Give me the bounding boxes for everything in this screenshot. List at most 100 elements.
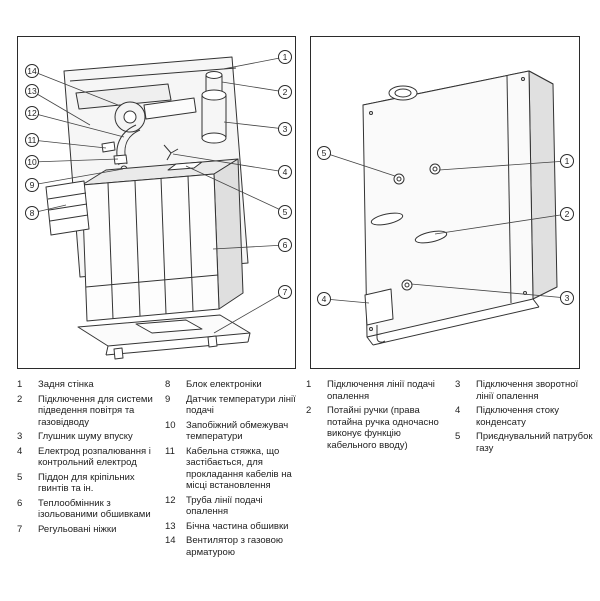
callout-10: 10 (25, 155, 39, 169)
legend-item-text: Піддон для кріпільних гвинтів та ін. (38, 471, 135, 495)
callout-14: 14 (25, 64, 39, 78)
condensate-siphon (364, 288, 394, 326)
legend-column-1: 1 Задня стінка 2 Підключення для системи… (17, 379, 158, 538)
legend-item: 6 Теплообмінник з ізольованими обшивками (17, 498, 158, 521)
legend-item: 2 Підключення для системи підведення пов… (17, 394, 158, 429)
leader-lines (324, 152, 568, 304)
intake-silencer (201, 89, 227, 101)
callout-9: 9 (25, 178, 39, 192)
legend-item-text: Задня стінка (38, 379, 94, 390)
legend-item-number: 7 (17, 523, 23, 535)
legend-item-text: Труба лінії подачі опалення (186, 494, 263, 518)
callout-5: 5 (278, 205, 292, 219)
flow-connection (429, 163, 441, 175)
callout-4: 4 (317, 292, 331, 306)
legend-item: 4 Електрод розпалювання і контрольний ел… (17, 446, 158, 469)
legend-item-number: 5 (17, 471, 23, 483)
screw (369, 327, 373, 331)
gas-connection (393, 173, 405, 185)
screw (521, 77, 525, 81)
flue-connection (205, 71, 223, 79)
legend-item: 8 Блок електроніки (165, 379, 298, 391)
figure-panel-front-view: 14 13 12 11 10 9 8 1 2 3 4 5 6 7 (17, 36, 296, 369)
cabinet-side (528, 70, 558, 300)
legend-item-number: 1 (306, 379, 312, 390)
legend-item-number: 5 (455, 431, 461, 442)
legend-item: 9 Датчик температури лінії подачі (165, 394, 298, 417)
callout-6: 6 (278, 238, 292, 252)
recessed-handle (414, 230, 448, 244)
figure-panel-rear-view: 5 4 1 2 3 (310, 36, 580, 369)
legend-item: 12 Труба лінії подачі опалення (165, 495, 298, 518)
cable-tie (101, 141, 116, 153)
legend-item-text: Теплообмінник з ізольованими обшивками (38, 497, 151, 521)
return-connection (401, 279, 413, 291)
legend-item-number: 4 (455, 405, 461, 416)
legend-item-text: Підключення зворотної лінії опалення (476, 379, 579, 402)
boiler-rear-drawing (324, 70, 568, 346)
legend-item-number: 3 (455, 379, 461, 390)
legend-item-text: Блок електроніки (186, 379, 262, 390)
legend-item: 4 Підключення стоку конденсату (455, 405, 593, 428)
legend-item-number: 9 (165, 393, 171, 405)
callout-12: 12 (25, 106, 39, 120)
callout-1: 1 (278, 50, 292, 64)
legend-column-3: 1 Підключення лінії подачі опалення 2 По… (306, 379, 448, 454)
legend-item: 7 Регульовані ніжки (17, 524, 158, 536)
callout-3: 3 (560, 291, 574, 305)
callout-4: 4 (278, 165, 292, 179)
callout-11: 11 (25, 133, 39, 147)
leader-lines (31, 56, 286, 334)
legend-item-text: Потайні ручки (права потайна ручка одноч… (327, 405, 439, 451)
legend-item-number: 3 (17, 431, 23, 442)
callout-7: 7 (278, 285, 292, 299)
screw-tray (167, 161, 203, 171)
adjustable-foot (113, 347, 124, 360)
legend-item-text: Підключення лінії подачі опалення (327, 379, 435, 402)
adjustable-foot (207, 335, 218, 348)
screw (369, 111, 373, 115)
callout-3: 3 (278, 122, 292, 136)
legend-item-text: Запобіжний обмежувач температури (186, 419, 289, 443)
legend-item-number: 1 (17, 379, 23, 390)
legend-item-number: 14 (165, 535, 176, 546)
legend-item: 10 Запобіжний обмежувач температури (165, 420, 298, 443)
callout-13: 13 (25, 84, 39, 98)
legend-item-number: 6 (17, 497, 23, 509)
legend-item-number: 11 (165, 445, 175, 457)
legend-item: 5 Піддон для кріпільних гвинтів та ін. (17, 472, 158, 495)
legend-item-text: Регульовані ніжки (38, 523, 117, 535)
legend-item: 1 Задня стінка (17, 379, 158, 391)
legend-item: 3 Глушник шуму впуску (17, 431, 158, 443)
legend-item: 1 Підключення лінії подачі опалення (306, 379, 448, 402)
air-duct (143, 97, 197, 120)
legend-item-number: 8 (165, 379, 171, 390)
legend-item-text: Глушник шуму впуску (38, 431, 133, 442)
legend-item-number: 12 (165, 494, 176, 506)
callout-1: 1 (560, 154, 574, 168)
mounting-plate (75, 83, 172, 110)
legend-item-number: 13 (165, 520, 176, 532)
legend-item-text: Бічна частина обшивки (186, 520, 289, 532)
legend-column-4: 3 Підключення зворотної лінії опалення 4… (455, 379, 593, 457)
temperature-limiter (113, 154, 128, 165)
legend-item-text: Електрод розпалювання і контрольний елек… (38, 445, 151, 469)
callout-2: 2 (278, 85, 292, 99)
legend-item: 11 Кабельна стяжка, що застібається, для… (165, 446, 298, 492)
legend-item-number: 10 (165, 419, 176, 431)
boiler-front-drawing (31, 56, 286, 360)
legend-item: 2 Потайні ручки (права потайна ручка одн… (306, 405, 448, 451)
legend-item-text: Вентилятор з газовою арматурою (186, 535, 283, 558)
callout-2: 2 (560, 207, 574, 221)
legend-item: 5 Приєднувальний патрубок газу (455, 431, 593, 454)
recessed-handle (370, 212, 404, 226)
callout-5: 5 (317, 146, 331, 160)
legend-item-text: Підключення для системи підведення повіт… (38, 393, 153, 428)
legend-item-text: Підключення стоку конденсату (476, 405, 560, 428)
callout-8: 8 (25, 206, 39, 220)
legend-item: 13 Бічна частина обшивки (165, 521, 298, 533)
legend-column-2: 8 Блок електроніки 9 Датчик температури … (165, 379, 298, 561)
legend-item-text: Датчик температури лінії подачі (186, 393, 296, 417)
legend-item-number: 4 (17, 445, 23, 457)
